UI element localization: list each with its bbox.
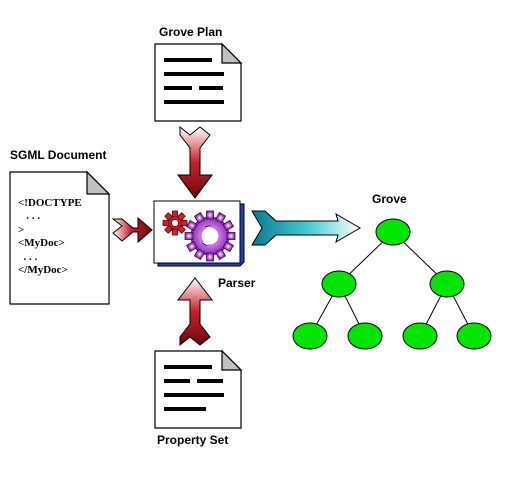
sgml-code-line: <!DOCTYPE bbox=[18, 197, 82, 209]
sgml-document-label: SGML Document bbox=[10, 148, 107, 162]
grove-plan-document bbox=[154, 42, 243, 122]
small-gear-icon bbox=[162, 210, 188, 236]
parser-label: Parser bbox=[218, 276, 256, 290]
grove-node-right bbox=[429, 270, 465, 298]
grove-plan-label: Grove Plan bbox=[159, 25, 223, 39]
grove-root-node bbox=[375, 218, 411, 246]
grove-tree-nodes bbox=[292, 218, 492, 350]
grove-leaf-3 bbox=[402, 322, 438, 350]
arrow-parser-to-grove bbox=[251, 210, 361, 246]
property-set-label: Property Set bbox=[157, 433, 229, 447]
grove-leaf-2 bbox=[347, 322, 383, 350]
grove-label: Grove bbox=[372, 192, 407, 206]
arrow-property-set-to-parser bbox=[176, 277, 214, 347]
arrow-sgml-to-parser bbox=[111, 216, 153, 244]
sgml-code-line: </MyDoc> bbox=[18, 264, 68, 276]
grove-leaf-1 bbox=[292, 322, 328, 350]
large-gear-icon bbox=[184, 210, 236, 262]
property-set-document bbox=[154, 349, 243, 429]
sgml-code-line: > bbox=[18, 224, 25, 236]
sgml-code-line: . . . bbox=[18, 251, 38, 263]
arrow-grove-plan-to-parser bbox=[177, 125, 213, 199]
grove-node-left bbox=[321, 270, 357, 298]
grove-leaf-4 bbox=[456, 322, 492, 350]
sgml-code-line: <MyDoc> bbox=[18, 237, 65, 249]
sgml-code-line: . . . bbox=[18, 210, 40, 222]
sgml-document-page bbox=[9, 170, 111, 305]
